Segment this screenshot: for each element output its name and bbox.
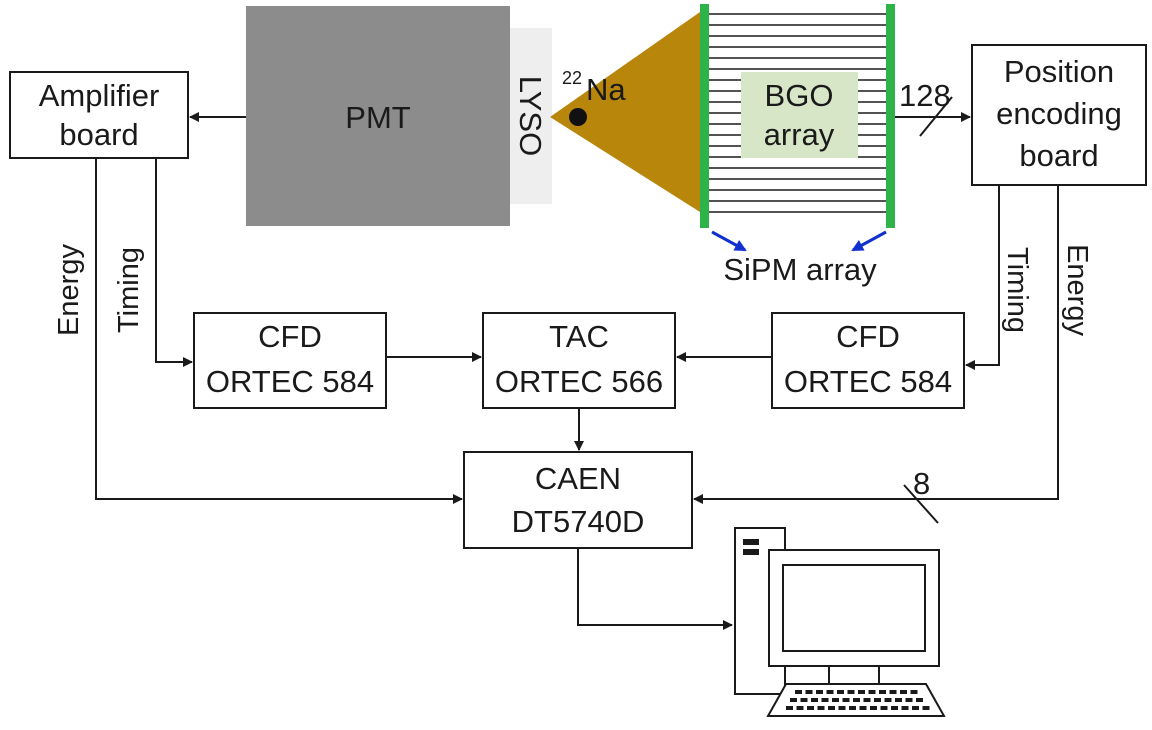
timing-right-label: Timing bbox=[1001, 247, 1033, 333]
cfd-right-line2: ORTEC 584 bbox=[784, 364, 952, 399]
computer-icon bbox=[734, 527, 946, 717]
keyboard-key bbox=[916, 698, 923, 702]
keyboard-key bbox=[922, 706, 930, 710]
cfd-right-line1: CFD bbox=[836, 319, 900, 354]
timing-left-label: Timing bbox=[113, 247, 145, 333]
tac-block bbox=[482, 312, 676, 409]
cfd-left-block bbox=[193, 312, 387, 409]
source-mass-number: 22 bbox=[562, 68, 582, 88]
keyboard-key bbox=[817, 706, 825, 710]
amplifier-label-line2: board bbox=[59, 117, 138, 152]
monitor-frame bbox=[768, 549, 940, 667]
amp-energy-wire bbox=[95, 158, 463, 504]
position-label-line2: encoding bbox=[996, 96, 1122, 131]
bus-128-slash bbox=[919, 96, 953, 137]
position-encoding-board bbox=[971, 44, 1147, 186]
caen-line2: DT5740D bbox=[512, 504, 645, 539]
tac-line1: TAC bbox=[549, 319, 609, 354]
keyboard-key bbox=[832, 698, 839, 702]
keyboard-key bbox=[790, 698, 797, 702]
keyboard-key bbox=[901, 706, 909, 710]
amplifier-label-line1: Amplifier bbox=[39, 78, 160, 113]
energy-left-label: Energy bbox=[53, 244, 85, 336]
pos-timing-wire bbox=[965, 185, 1000, 370]
amp-timing-wire bbox=[155, 158, 193, 367]
keyboard-key bbox=[837, 690, 844, 694]
lyso-crystal bbox=[510, 28, 552, 204]
bus-128-label: 128 bbox=[899, 78, 951, 113]
pmt-block bbox=[246, 6, 510, 226]
caen-to-computer-wire bbox=[577, 548, 733, 630]
keyboard-key bbox=[895, 698, 902, 702]
keyboard-key bbox=[816, 690, 823, 694]
sipm-strip-right bbox=[886, 4, 895, 228]
sipm-arrow-left bbox=[711, 230, 747, 252]
gamma-cone bbox=[550, 12, 700, 212]
keyboard-key bbox=[805, 690, 813, 694]
keyboard-key bbox=[874, 698, 881, 702]
tac-line2: ORTEC 566 bbox=[495, 364, 663, 399]
keyboard-key bbox=[828, 706, 835, 710]
pmt-label: PMT bbox=[345, 100, 411, 135]
bus-8-label: 8 bbox=[913, 466, 930, 501]
keyboard-key bbox=[811, 698, 818, 702]
pos-energy-wire bbox=[693, 185, 1059, 504]
position-label-line1: Position bbox=[1004, 54, 1114, 89]
source-symbol: Na bbox=[586, 72, 626, 107]
cfd-left-line1: CFD bbox=[258, 319, 322, 354]
keyboard-key bbox=[795, 690, 802, 694]
monitor-stand bbox=[828, 665, 880, 685]
keyboard-key bbox=[880, 706, 888, 710]
keyboard-key bbox=[910, 690, 918, 694]
bgo-label-line1: BGO bbox=[765, 78, 834, 113]
sipm-arrow-right bbox=[851, 230, 887, 252]
na22-source-dot bbox=[569, 108, 587, 126]
bgo-label-box bbox=[741, 72, 858, 158]
keyboard-key bbox=[870, 706, 877, 710]
tower-slot-2 bbox=[743, 549, 759, 555]
keyboard-key bbox=[859, 706, 867, 710]
position-label-line3: board bbox=[1019, 138, 1098, 173]
keyboard-key bbox=[889, 690, 897, 694]
energy-right-label: Energy bbox=[1061, 244, 1093, 336]
keyboard-key bbox=[905, 698, 913, 702]
keyboard-key bbox=[826, 690, 834, 694]
keyboard-key bbox=[858, 690, 865, 694]
amplifier-board bbox=[9, 71, 189, 159]
keyboard-key bbox=[879, 690, 886, 694]
keyboard-key bbox=[912, 706, 919, 710]
caen-block bbox=[463, 451, 693, 549]
keyboard-key bbox=[800, 698, 808, 702]
keyboard-key bbox=[786, 706, 793, 710]
keyboard-key bbox=[807, 706, 814, 710]
monitor-screen bbox=[782, 564, 926, 652]
cfd-right-block bbox=[771, 312, 965, 409]
cfd-left-line2: ORTEC 584 bbox=[206, 364, 374, 399]
bus-8-slash bbox=[903, 484, 939, 524]
keyboard-key bbox=[868, 690, 876, 694]
keyboard-key bbox=[849, 706, 856, 710]
sipm-strip-left bbox=[700, 4, 709, 228]
keyboard-key bbox=[842, 698, 850, 702]
tower-slot-1 bbox=[743, 539, 759, 545]
keyboard-key bbox=[900, 690, 907, 694]
lyso-label: LYSO bbox=[513, 76, 548, 156]
sipm-array-label: SiPM array bbox=[723, 252, 877, 287]
keyboard-key bbox=[863, 698, 871, 702]
keyboard-key bbox=[847, 690, 855, 694]
keyboard-key bbox=[821, 698, 829, 702]
bgo-label-line2: array bbox=[764, 117, 835, 152]
keyboard-key bbox=[853, 698, 860, 702]
keyboard-key bbox=[796, 706, 804, 710]
keyboard-key bbox=[884, 698, 892, 702]
keyboard-keys bbox=[786, 690, 930, 710]
keyboard-key bbox=[838, 706, 846, 710]
keyboard-key bbox=[891, 706, 898, 710]
caen-line1: CAEN bbox=[535, 461, 621, 496]
